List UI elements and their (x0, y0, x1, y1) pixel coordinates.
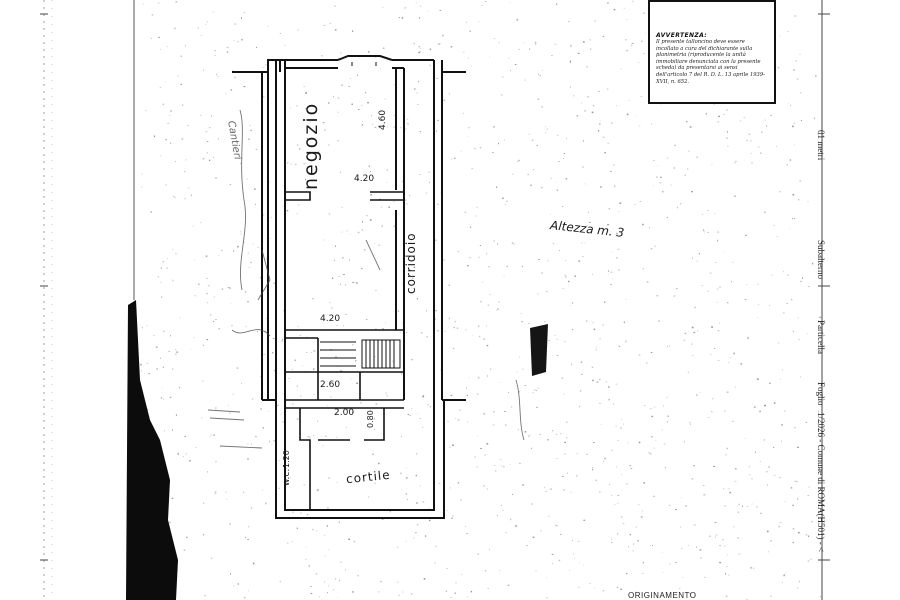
footer-heading: ORIGINAMENTO (628, 591, 697, 600)
dim-lower-room: 2.60 (320, 380, 341, 390)
right-margin-text: 01 metri Subalterno Particella Foglio 1/… (816, 0, 842, 600)
stair (320, 339, 401, 369)
dim-lower-room-3: 0.80 (366, 410, 375, 428)
label-wc: w.c. (282, 468, 292, 486)
notice-title: AVVERTENZA: (656, 32, 708, 39)
ink-smudge (530, 324, 548, 376)
dim-stair-landing: 4.20 (320, 314, 341, 324)
dim-shop-width: 4.60 (378, 109, 388, 130)
dim-lower-room-2: 2.00 (334, 408, 355, 418)
unit-outline (275, 55, 445, 519)
label-negozio: negozio (300, 101, 322, 190)
dim-shop-depth: 4.20 (354, 174, 375, 184)
dim-wc-width: 1.20 (282, 450, 291, 468)
paper-texture (140, 0, 822, 600)
comune-label: 1/2026 - Comune di ROMA(H501) - < (816, 412, 826, 553)
subalterno-label: Subalterno (816, 240, 826, 279)
pencil-scribbles (207, 109, 525, 449)
foglio-label: Foglio (816, 382, 826, 406)
torn-edge (126, 300, 178, 600)
door-symbols (351, 62, 377, 66)
scale-label: 01 metri (816, 130, 826, 161)
adjacent-walls (232, 59, 466, 401)
particella-label: Particella (816, 320, 826, 354)
notice-stamp: AVVERTENZA: Il presente talloncino deve … (648, 0, 776, 104)
notice-text: Il presente talloncino deve essere incol… (656, 39, 765, 85)
label-corridoio: corridoio (404, 232, 418, 294)
internal-walls (285, 191, 405, 510)
